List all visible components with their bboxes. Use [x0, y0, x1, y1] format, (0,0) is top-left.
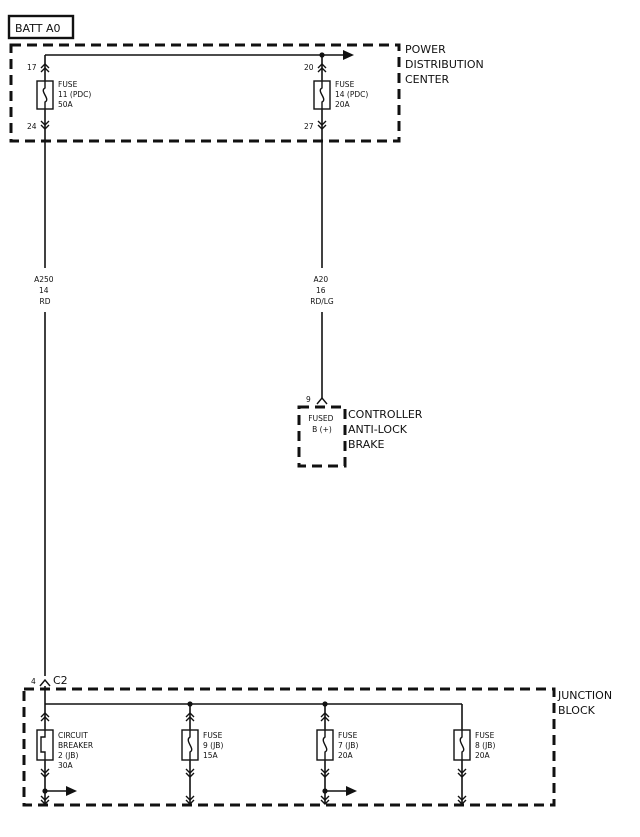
junction-title: JUNCTION BLOCK — [557, 689, 616, 717]
pin-9: 9 — [306, 395, 311, 404]
wire-a250: A250 14 RD — [34, 140, 56, 676]
wire-a20-label: A20 16 RD/LG — [310, 275, 334, 306]
batt-label: BATT A0 — [15, 22, 60, 35]
fuse-14-label: FUSE 14 (PDC) 20A — [335, 80, 371, 109]
connector-chevron — [39, 678, 51, 687]
pin-27: 27 — [304, 122, 314, 131]
fuse-11-label: FUSE 11 (PDC) 50A — [58, 80, 94, 109]
fuse-11-pdc: 17 FUSE 11 (PDC) 50A 24 — [27, 55, 94, 140]
pin-20: 20 — [304, 63, 314, 72]
fuse-7-jb: FUSE 7 (JB) 20A — [316, 704, 361, 805]
circuit-breaker-label: CIRCUIT BREAKER 2 (JB) 30A — [58, 731, 96, 770]
controller-anti-lock-brake: 9 FUSED B (+) CONTROLLER ANTI-LOCK BRAKE — [297, 395, 426, 468]
fuse-14-pdc: 20 FUSE 14 (PDC) 20A 27 — [304, 55, 371, 140]
batt-source: BATT A0 — [7, 14, 75, 40]
junction-box — [22, 687, 556, 807]
pin-24: 24 — [27, 122, 37, 131]
controller-box — [297, 405, 347, 468]
fuse-7-label: FUSE 7 (JB) 20A — [338, 731, 361, 760]
connector-chevron — [316, 396, 328, 405]
fuse-9-label: FUSE 9 (JB) 15A — [203, 731, 226, 760]
pdc-box — [9, 43, 401, 143]
junction-block: 4 C2 JUNCTION BLOCK CIRCUIT BREAKER 2 (J… — [22, 674, 616, 807]
output-arrow — [66, 786, 77, 796]
fuse-8-label: FUSE 8 (JB) 20A — [475, 731, 498, 760]
circuit-breaker-2-jb: CIRCUIT BREAKER 2 (JB) 30A — [36, 704, 96, 805]
pdc-title: POWER DISTRIBUTION CENTER — [405, 43, 487, 86]
power-distribution-center: POWER DISTRIBUTION CENTER 17 FUSE 11 (PD… — [9, 43, 487, 143]
wire-a250-label: A250 14 RD — [34, 275, 56, 306]
pin-4: 4 — [31, 677, 36, 686]
output-arrow — [346, 786, 357, 796]
wire-a20: A20 16 RD/LG — [310, 140, 334, 398]
pin-17: 17 — [27, 63, 37, 72]
connector-c2: C2 — [53, 674, 68, 687]
controller-pin-label: FUSED B (+) — [308, 414, 335, 434]
controller-title: CONTROLLER ANTI-LOCK BRAKE — [348, 408, 426, 451]
fuse-9-jb: FUSE 9 (JB) 15A — [181, 704, 226, 805]
fuse-8-jb: FUSE 8 (JB) 20A — [453, 704, 498, 805]
busbar-arrow — [343, 50, 354, 60]
